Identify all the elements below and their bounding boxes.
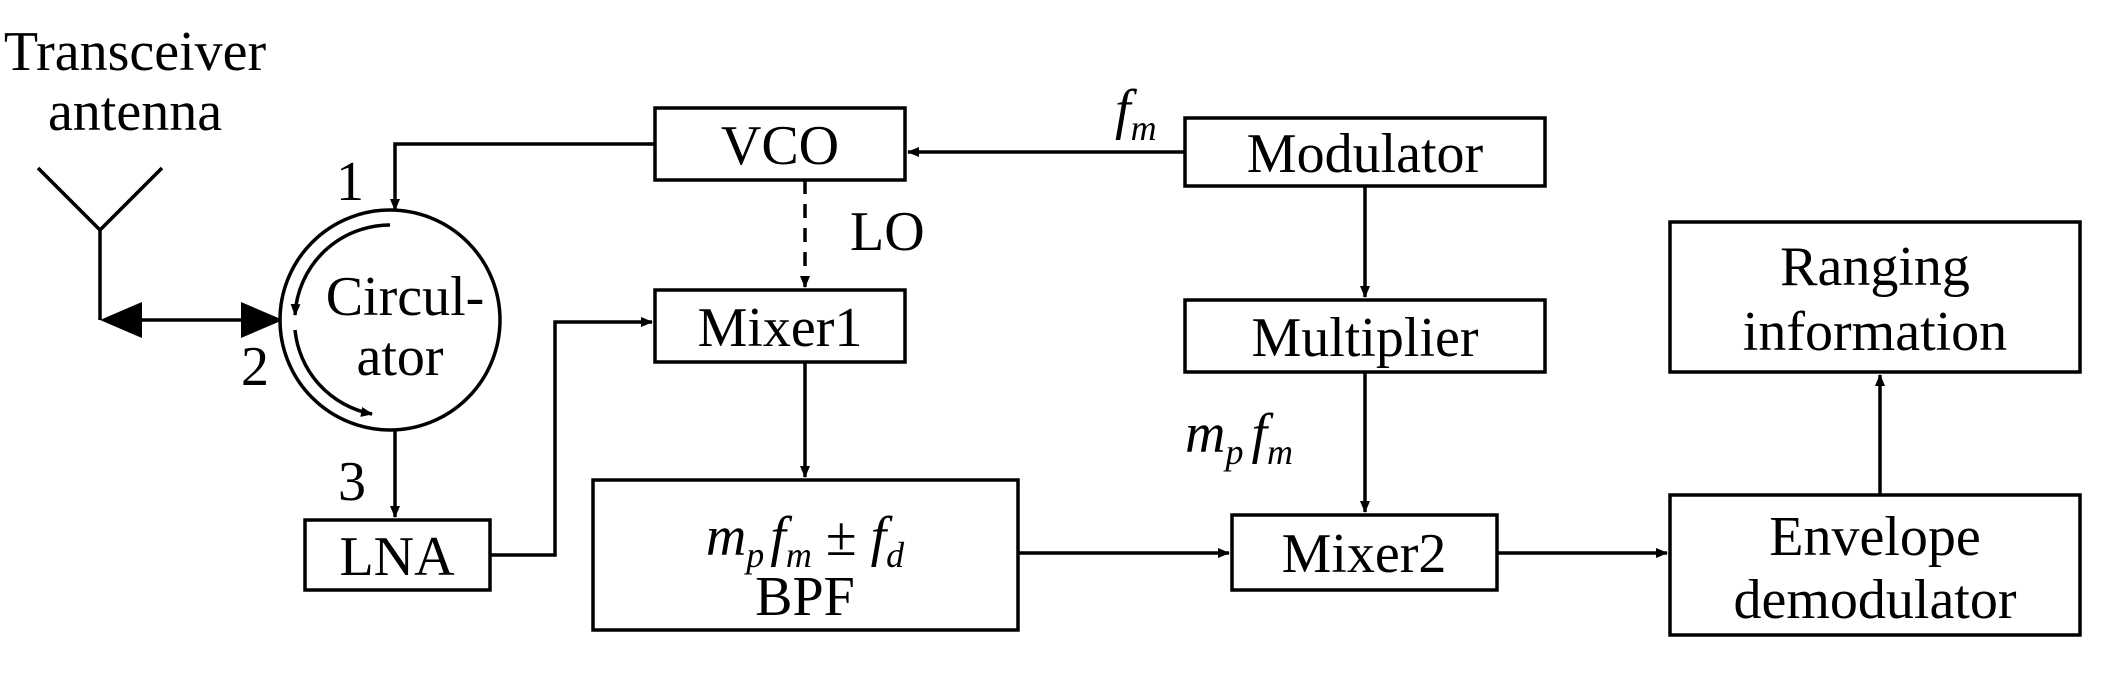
modulator-label: Modulator bbox=[1247, 123, 1484, 185]
antenna-icon bbox=[36, 166, 164, 320]
bpf-block bbox=[591, 478, 1020, 632]
multiplier-label: Multiplier bbox=[1251, 307, 1478, 369]
antenna-label-line1: Transceiver bbox=[4, 21, 267, 83]
envelope-label-line2: demodulator bbox=[1733, 569, 2016, 631]
mixer1-block bbox=[653, 288, 907, 364]
antenna-circulator-link bbox=[100, 302, 283, 338]
ranging-label-line2: information bbox=[1743, 301, 2007, 363]
ranging-information-block bbox=[1668, 220, 2082, 374]
mixer2-label: Mixer2 bbox=[1282, 523, 1447, 585]
port-3-label: 3 bbox=[338, 451, 366, 513]
vco-to-circulator-arrow bbox=[390, 142, 655, 211]
antenna-label-line2: antenna bbox=[48, 81, 222, 143]
bpf-label: BPF bbox=[755, 566, 855, 628]
lna-to-mixer1-arrow bbox=[490, 317, 653, 557]
port-2-label: 2 bbox=[241, 336, 269, 398]
mixer1-label: Mixer1 bbox=[698, 297, 863, 359]
ranging-label-line1: Ranging bbox=[1780, 236, 1970, 298]
circulator-label-line2: ator bbox=[356, 326, 443, 388]
envelope-demodulator-block bbox=[1668, 493, 2082, 637]
lna-label: LNA bbox=[339, 526, 455, 588]
circulator-label-line1: Circul- bbox=[326, 266, 485, 328]
lna-block bbox=[303, 518, 492, 592]
port-1-label: 1 bbox=[336, 151, 364, 213]
lo-signal-label: LO bbox=[850, 201, 925, 263]
fm-signal-label: fm bbox=[1115, 79, 1157, 148]
envelope-label-line1: Envelope bbox=[1769, 506, 1980, 568]
vco-label: VCO bbox=[721, 115, 839, 177]
modulator-block bbox=[1183, 116, 1547, 188]
